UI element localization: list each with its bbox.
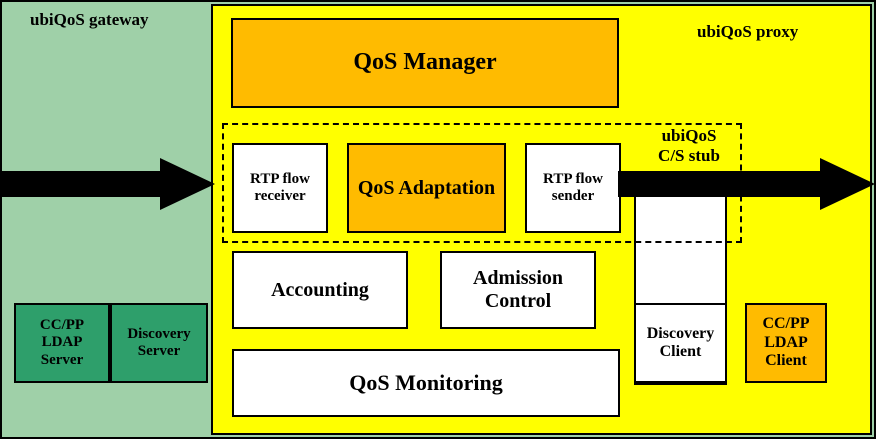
- box-admission-control: Admission Control: [440, 251, 596, 329]
- gateway-region-label: ubiQoS gateway: [30, 10, 149, 29]
- box-discovery-client: Discovery Client: [634, 303, 727, 383]
- box-rtp-flow-receiver: RTP flow receiver: [232, 143, 328, 233]
- outbound-flow-arrow: [618, 158, 875, 210]
- box-discovery-server: Discovery Server: [110, 303, 208, 383]
- box-qos-monitoring: QoS Monitoring: [232, 349, 620, 417]
- box-ccpp-ldap-client: CC/PP LDAP Client: [745, 303, 827, 383]
- cs-stub-label: ubiQoS C/S stub: [658, 126, 720, 165]
- box-qos-adaptation: QoS Adaptation: [347, 143, 506, 233]
- inbound-flow-arrow: [0, 158, 215, 210]
- proxy-region-label: ubiQoS proxy: [697, 22, 799, 41]
- box-qos-manager: QoS Manager: [231, 18, 619, 108]
- box-ccpp-ldap-server: CC/PP LDAP Server: [14, 303, 110, 383]
- box-rtp-flow-sender: RTP flow sender: [525, 143, 621, 233]
- box-accounting: Accounting: [232, 251, 408, 329]
